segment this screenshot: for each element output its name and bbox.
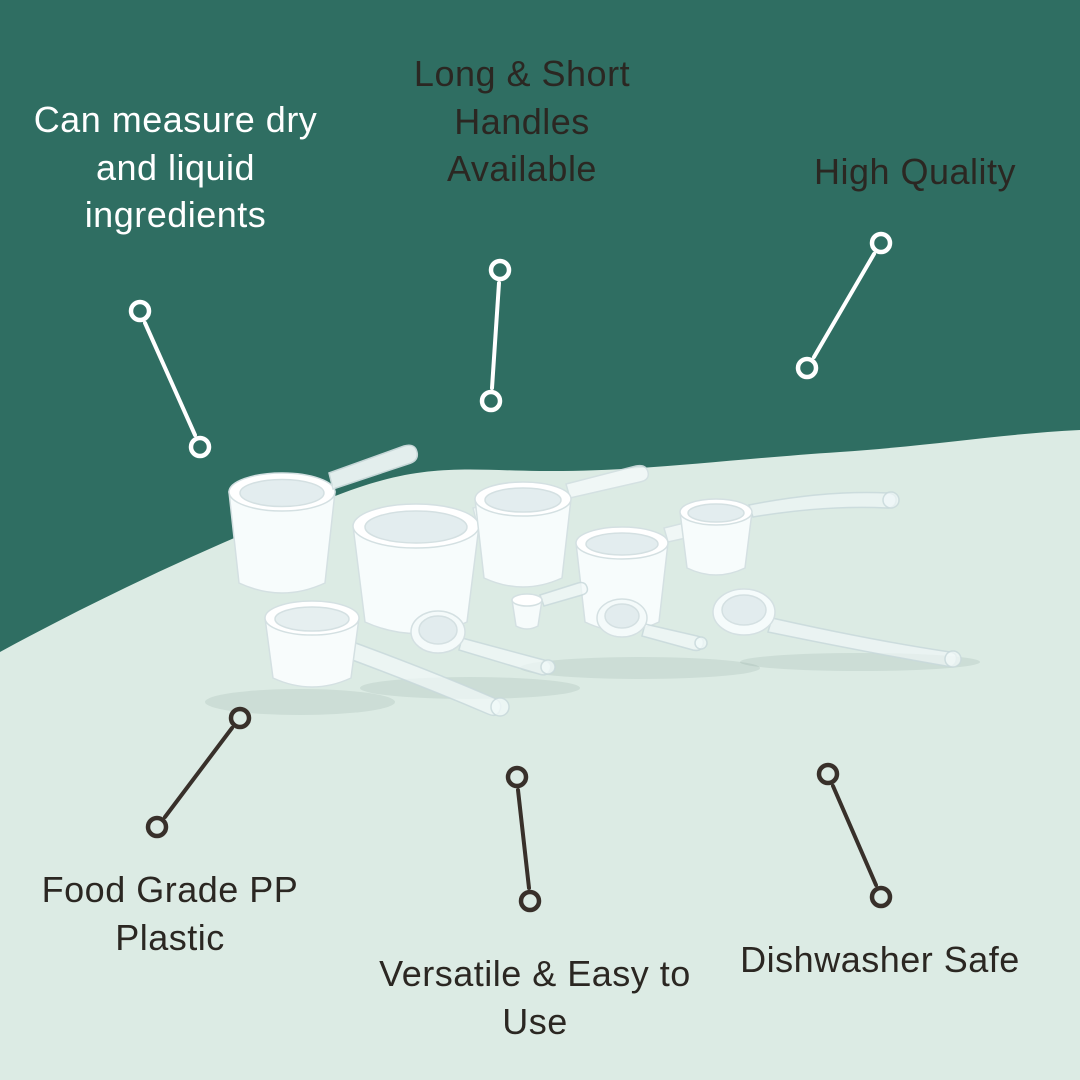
connector-endpoint (228, 706, 252, 730)
connector-food-grade (145, 706, 252, 839)
connector-measure (128, 299, 212, 459)
connector-endpoint (795, 356, 819, 380)
connector-endpoint (188, 435, 212, 459)
measuring-spoon-1 (410, 610, 556, 676)
front-row-scoops (264, 581, 962, 717)
callout-dishwasher-label: Dishwasher Safe (740, 939, 1020, 980)
connector-endpoint (488, 258, 512, 282)
tiny-scoop (511, 581, 589, 630)
measuring-cup-1 (228, 444, 419, 594)
measuring-cup-3 (474, 464, 650, 588)
callout-food-grade-label: Food Grade PP Plastic (41, 869, 299, 958)
measuring-spoon-long-handle (712, 588, 962, 668)
callout-quality-label: High Quality (813, 151, 1017, 192)
connector-endpoint (816, 762, 840, 786)
connector-endpoint (145, 815, 169, 839)
connector-endpoint (869, 231, 893, 255)
connector-endpoint (505, 765, 529, 789)
connector-endpoint (869, 885, 893, 909)
connector-endpoint (479, 389, 503, 413)
connector-endpoint (128, 299, 152, 323)
callout-measure-label: Can measure dry and liquid ingredients (33, 99, 318, 236)
connector-quality (795, 231, 893, 380)
connector-endpoint (518, 889, 542, 913)
callout-versatile-label: Versatile & Easy to Use (379, 953, 691, 1042)
connector-dishwasher (816, 762, 893, 909)
callout-handles-label: Long & Short Handles Available (413, 53, 631, 190)
connector-versatile (505, 765, 542, 913)
measuring-cup-5-long-handle (679, 491, 900, 576)
front-scoop-long-handle (264, 600, 510, 717)
back-row-cups (228, 444, 900, 635)
connector-handles (479, 258, 512, 413)
measuring-spoon-2 (596, 598, 708, 652)
